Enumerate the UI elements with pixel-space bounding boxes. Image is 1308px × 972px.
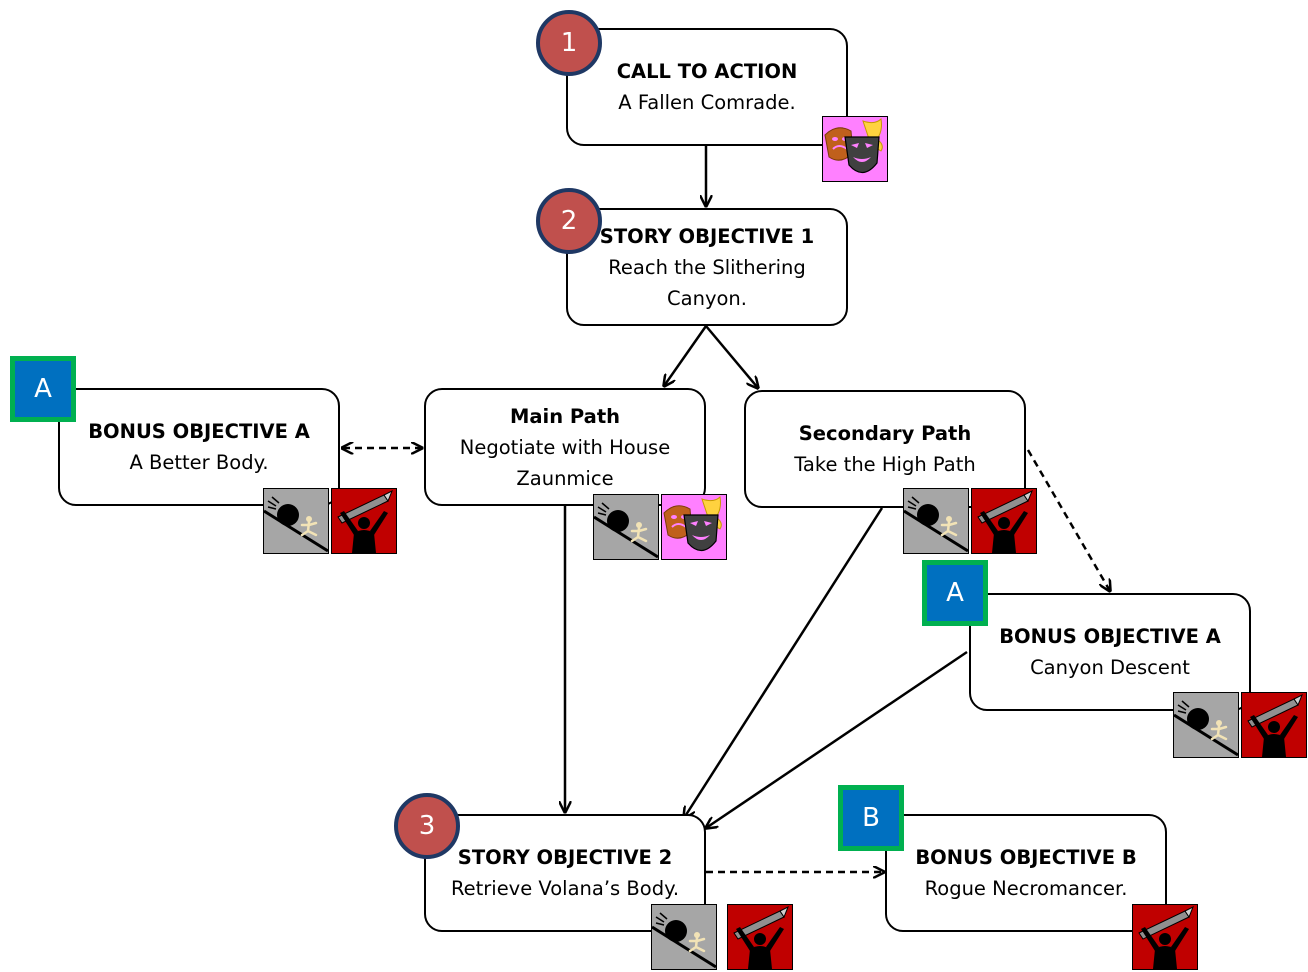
step-1-badge: 1	[536, 10, 602, 76]
bonus-b-badge: B	[838, 785, 904, 851]
node-title: CALL TO ACTION	[616, 60, 798, 83]
boulder-trap-icon	[651, 904, 717, 970]
bonus-objective-a-right-node: BONUS OBJECTIVE A Canyon Descent	[969, 593, 1251, 711]
combat-warrior-icon	[971, 488, 1037, 554]
bonus-objective-a-left-node: BONUS OBJECTIVE A A Better Body.	[58, 388, 340, 506]
arrow-objective-1-to-secondary-path	[705, 325, 758, 388]
node-title: STORY OBJECTIVE 1	[599, 224, 815, 248]
node-text: Take the High Path	[794, 453, 976, 476]
boulder-trap-icon	[1173, 692, 1239, 758]
main-path-node: Main Path Negotiate with House Zaunmice	[424, 388, 706, 506]
step-3-badge: 3	[394, 793, 460, 859]
secondary-path-node: Secondary Path Take the High Path	[744, 390, 1026, 508]
boulder-trap-icon	[903, 488, 969, 554]
node-text: Retrieve Volana’s Body.	[450, 877, 680, 900]
call-to-action-node: CALL TO ACTION A Fallen Comrade.	[566, 28, 848, 146]
node-text: A Better Body.	[129, 451, 269, 474]
node-title: Main Path	[509, 404, 621, 428]
dashed-arrow-secondary-path-to-bonus-a	[1026, 449, 1110, 591]
arrow-bonus-a-to-objective-2	[706, 650, 968, 828]
combat-warrior-icon	[727, 904, 793, 970]
boulder-trap-icon	[263, 488, 329, 554]
node-title: BONUS OBJECTIVE A	[88, 420, 310, 443]
combat-warrior-icon	[1241, 692, 1307, 758]
node-text: Negotiate with House	[459, 435, 671, 459]
story-objective-1-node: STORY OBJECTIVE 1 Reach the Slithering C…	[566, 208, 848, 326]
node-text: Canyon Descent	[1030, 656, 1190, 679]
node-title: STORY OBJECTIVE 2	[457, 846, 673, 869]
bonus-a-right-badge: A	[922, 560, 988, 626]
node-text: Canyon.	[667, 286, 747, 310]
node-title: BONUS OBJECTIVE A	[999, 625, 1221, 648]
drama-masks-icon	[661, 494, 727, 560]
arrow-secondary-path-to-objective-2	[684, 507, 884, 818]
node-text: Reach the Slithering	[608, 255, 806, 279]
combat-warrior-icon	[1132, 904, 1198, 970]
node-text: Zaunmice	[516, 466, 614, 490]
node-text: A Fallen Comrade.	[618, 91, 796, 114]
combat-warrior-icon	[331, 488, 397, 554]
boulder-trap-icon	[593, 494, 659, 560]
node-title: Secondary Path	[798, 422, 972, 445]
arrow-objective-1-to-main-path	[664, 325, 708, 386]
node-title: BONUS OBJECTIVE B	[915, 846, 1137, 869]
step-2-badge: 2	[536, 188, 602, 254]
drama-masks-icon	[822, 116, 888, 182]
bonus-objective-b-node: BONUS OBJECTIVE B Rogue Necromancer.	[885, 814, 1167, 932]
bonus-a-left-badge: A	[10, 356, 76, 422]
node-text: Rogue Necromancer.	[924, 877, 1128, 900]
